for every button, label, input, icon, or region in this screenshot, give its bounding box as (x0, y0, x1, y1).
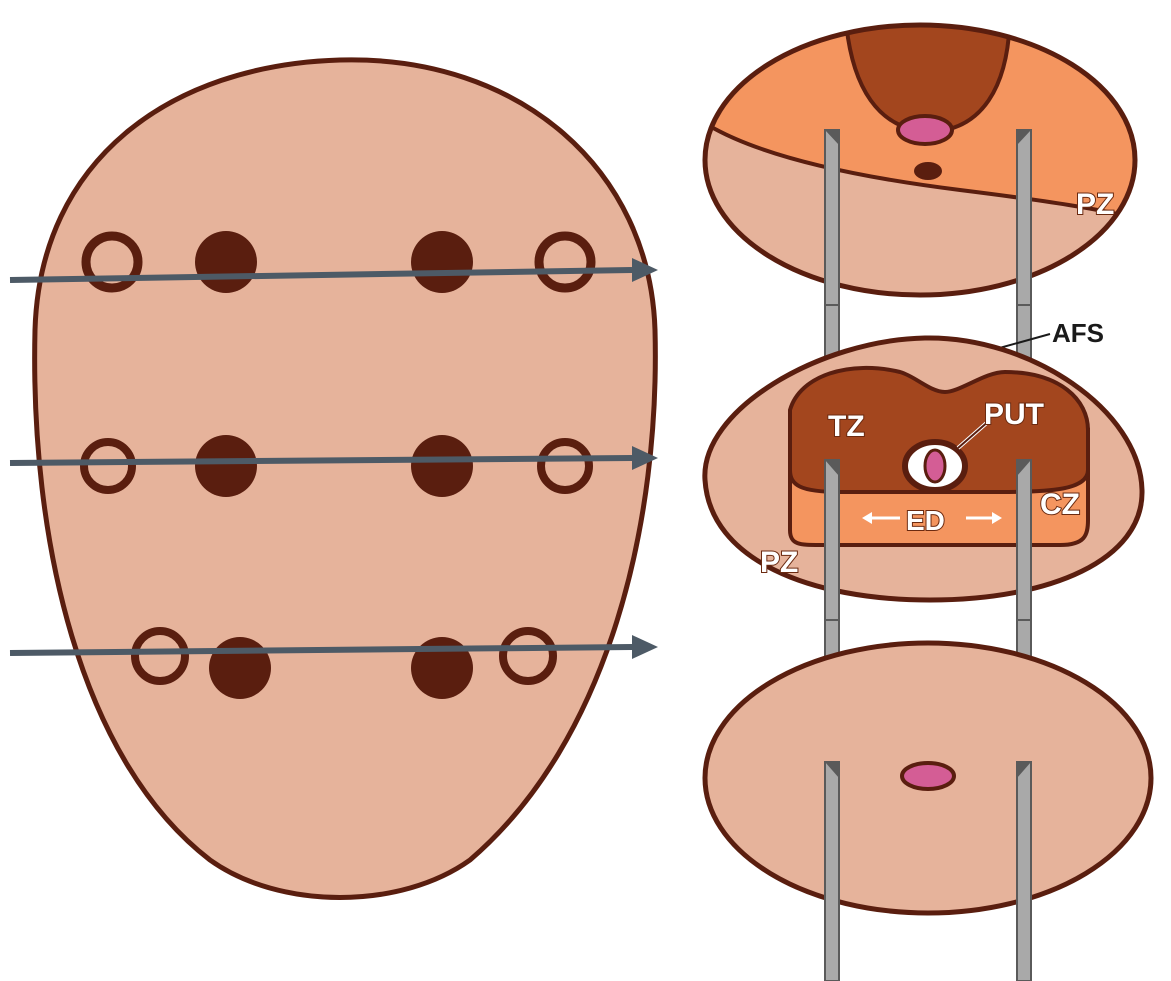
section-mid: ED TZ PUT CZ PZ (705, 338, 1142, 620)
core-filled-r2-right (411, 435, 473, 497)
urethra-bottom (902, 763, 954, 789)
right-sections-panel: PZ AFS ED (700, 0, 1151, 981)
label-ed: ED (906, 505, 945, 536)
core-filled-r1-left (195, 231, 257, 293)
label-afs: AFS (1052, 318, 1104, 348)
urethra-mid (925, 450, 945, 482)
afs-annotation: AFS (985, 318, 1104, 352)
section-apex (705, 643, 1151, 981)
label-cz: CZ (1040, 488, 1080, 521)
label-pz-top: PZ (1076, 188, 1114, 221)
label-pz-mid: PZ (760, 546, 798, 579)
ejaculatory-duct-top (914, 162, 942, 180)
label-put: PUT (984, 398, 1044, 431)
section-base: PZ (700, 0, 1140, 305)
urethra-top (898, 116, 952, 144)
core-filled-r1-right (411, 231, 473, 293)
core-filled-r3-left (209, 637, 271, 699)
label-tz: TZ (828, 410, 865, 443)
core-filled-r2-left (195, 435, 257, 497)
left-prostate-panel (10, 60, 658, 898)
